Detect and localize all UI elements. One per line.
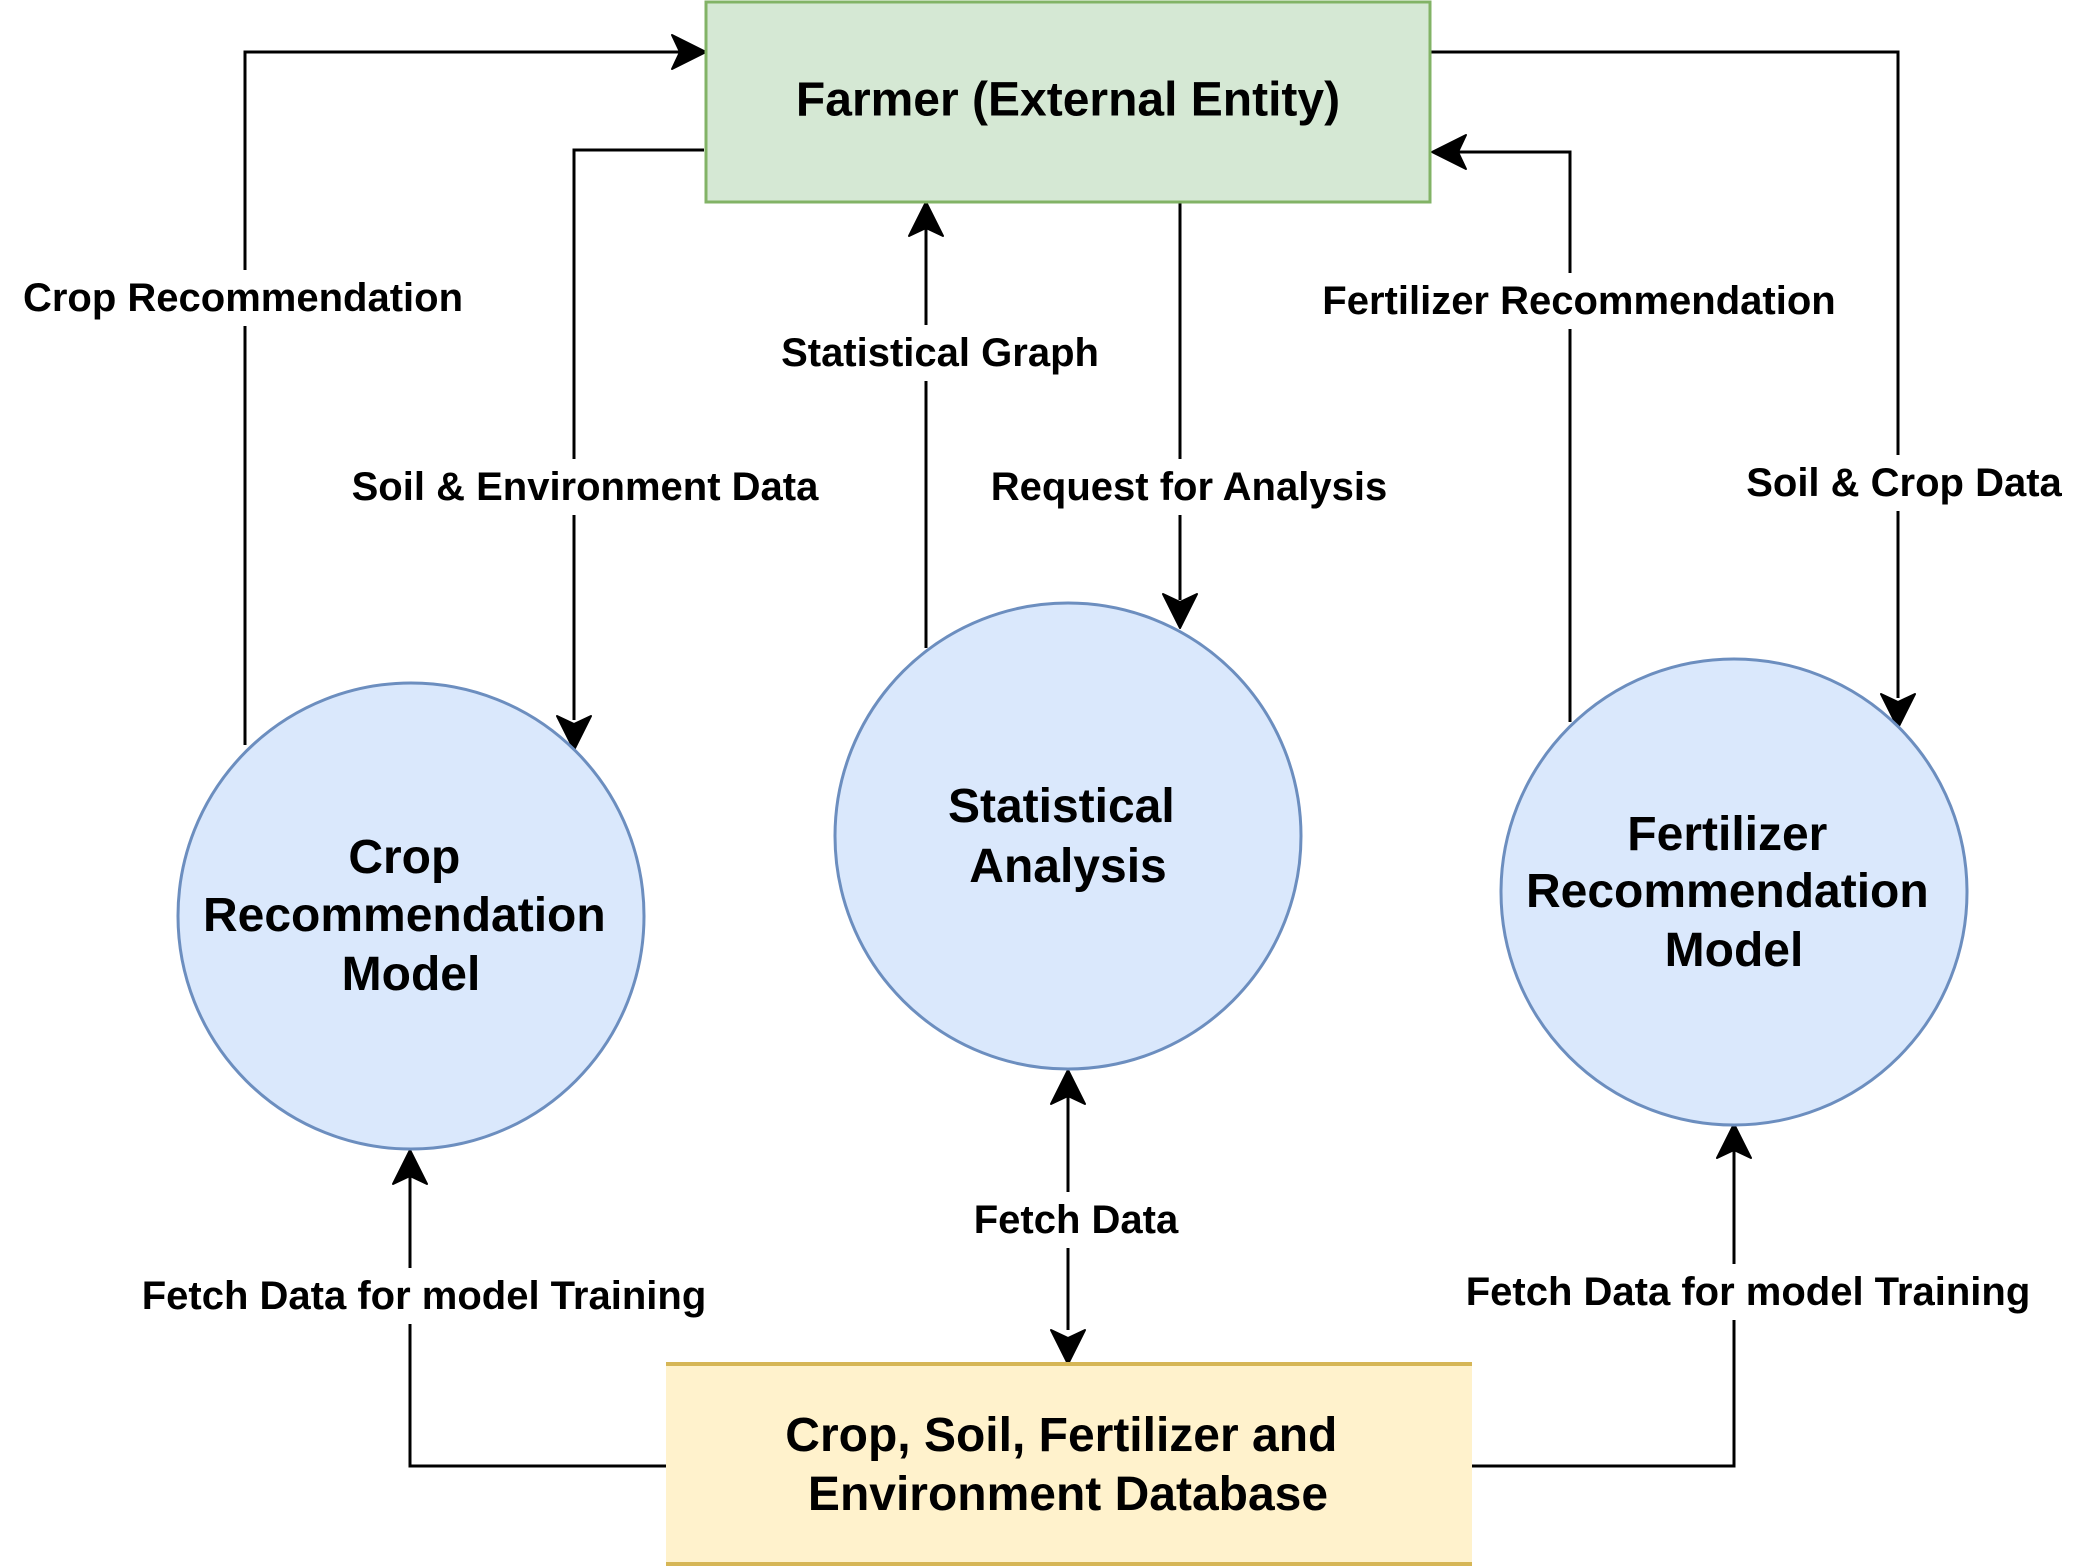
label-fetch-training-crop: Fetch Data for model Training bbox=[110, 1268, 738, 1324]
arrow-head-to-stat-analysis bbox=[1162, 593, 1198, 629]
database-store[interactable]: Crop, Soil, Fertilizer and Environment D… bbox=[666, 1362, 1472, 1566]
arrow-head-to-crop-model-bottom bbox=[392, 1149, 428, 1185]
edge-soil-environment-data bbox=[572, 148, 704, 720]
label-fertilizer-recommendation: Fertilizer Recommendation bbox=[1294, 273, 1864, 329]
arrow-head-to-database bbox=[1050, 1329, 1086, 1365]
statistical-analysis-process[interactable]: Statistical Analysis bbox=[833, 601, 1303, 1071]
request-analysis-text: Request for Analysis bbox=[991, 465, 1387, 509]
fetch-training-crop-text: Fetch Data for model Training bbox=[142, 1274, 707, 1318]
arrow-head-to-fert-model bbox=[1880, 693, 1916, 729]
crop-model-label: Crop Recommendation Model bbox=[203, 831, 619, 1001]
soil-environment-data-text: Soil & Environment Data bbox=[352, 465, 819, 509]
farmer-entity[interactable]: Farmer (External Entity) bbox=[704, 0, 1432, 204]
fertilizer-recommendation-process[interactable]: Fertilizer Recommendation Model bbox=[1499, 657, 1969, 1127]
fert-model-label: Fertilizer Recommendation Model bbox=[1526, 808, 1942, 977]
label-request-analysis: Request for Analysis bbox=[966, 459, 1412, 515]
label-soil-environment-data: Soil & Environment Data bbox=[326, 459, 846, 515]
label-crop-recommendation: Crop Recommendation bbox=[0, 270, 488, 326]
stat-analysis-label: Statistical Analysis bbox=[948, 780, 1188, 893]
label-statistical-graph: Statistical Graph bbox=[762, 325, 1118, 381]
arrow-head-to-farmer-left bbox=[671, 34, 707, 70]
crop-recommendation-text: Crop Recommendation bbox=[23, 276, 463, 320]
arrow-head-to-crop-model bbox=[556, 715, 592, 751]
fertilizer-recommendation-text: Fertilizer Recommendation bbox=[1322, 279, 1835, 323]
edge-crop-recommendation bbox=[243, 50, 690, 745]
fert-model-circle bbox=[1499, 657, 1969, 1127]
connectors bbox=[243, 50, 1900, 1468]
label-fetch-training-fert: Fetch Data for model Training bbox=[1434, 1264, 2062, 1320]
soil-crop-data-text: Soil & Crop Data bbox=[1746, 461, 2062, 505]
fetch-data-text: Fetch Data bbox=[974, 1198, 1179, 1242]
fetch-training-fert-text: Fetch Data for model Training bbox=[1466, 1270, 2031, 1314]
edge-labels: Crop Recommendation Soil & Environment D… bbox=[0, 270, 2080, 1324]
database-label: Crop, Soil, Fertilizer and Environment D… bbox=[785, 1409, 1350, 1521]
farmer-box bbox=[704, 0, 1432, 204]
stat-analysis-circle bbox=[833, 601, 1303, 1071]
crop-model-circle bbox=[176, 681, 646, 1151]
label-soil-crop-data: Soil & Crop Data bbox=[1728, 455, 2080, 511]
crop-recommendation-process[interactable]: Crop Recommendation Model bbox=[176, 681, 646, 1151]
edge-fetch-training-fert bbox=[1472, 1150, 1736, 1468]
arrow-heads bbox=[392, 34, 1916, 1365]
label-fetch-data: Fetch Data bbox=[960, 1192, 1192, 1248]
edge-fertilizer-recommendation bbox=[1450, 150, 1572, 722]
statistical-graph-text: Statistical Graph bbox=[781, 331, 1099, 375]
farmer-label: Farmer (External Entity) bbox=[796, 74, 1340, 127]
arrow-head-to-fert-model-bottom bbox=[1716, 1123, 1752, 1159]
edge-soil-crop-data bbox=[1430, 50, 1900, 698]
arrow-head-to-stat-analysis-bottom bbox=[1050, 1069, 1086, 1105]
database-box bbox=[666, 1364, 1472, 1564]
arrow-head-to-farmer-stat bbox=[908, 201, 944, 237]
arrow-head-to-farmer-right bbox=[1431, 134, 1467, 170]
